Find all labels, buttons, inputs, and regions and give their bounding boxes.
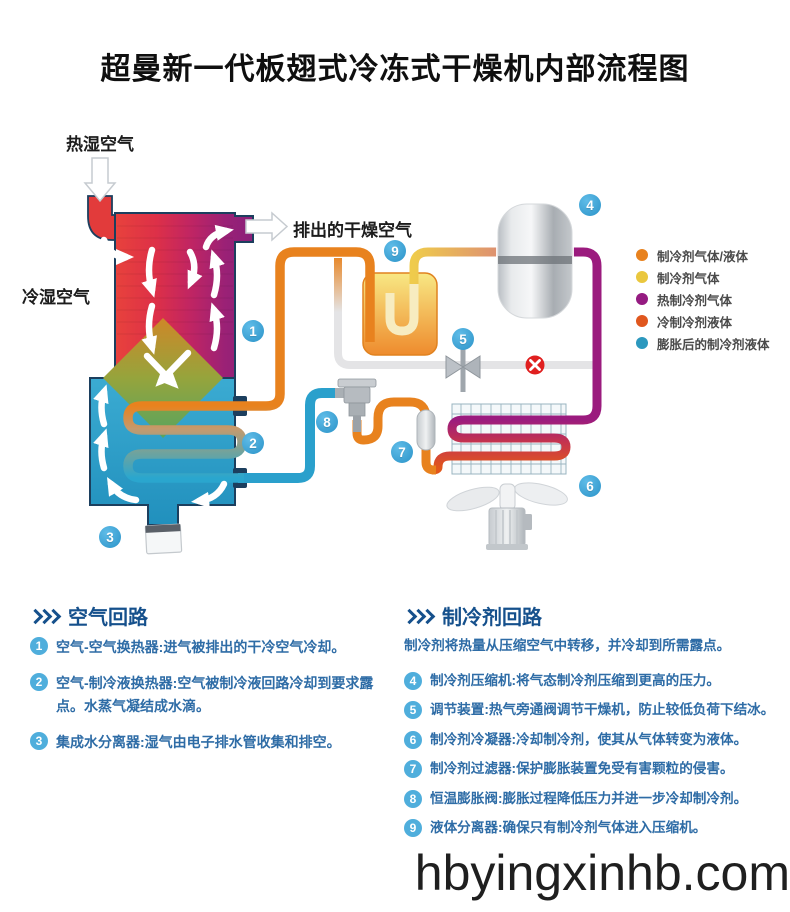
legend-dot-gas xyxy=(636,271,648,283)
list-item-9: 9 液体分离器:确保只有制冷剂气体进入压缩机。 xyxy=(404,818,790,838)
badge-2: 2 xyxy=(242,432,264,454)
list-item-7: 7 制冷剂过滤器:保护膨胀装置免受有害颗粒的侵害。 xyxy=(404,759,790,779)
cold-liquid-pipe xyxy=(352,397,436,475)
label-cold-humid-air: 冷湿空气 xyxy=(22,288,90,307)
item-text: 制冷剂过滤器:保护膨胀装置免受有害颗粒的侵害。 xyxy=(430,761,734,777)
refrigerant-circuit-section: 制冷剂回路 制冷剂将热量从压缩空气中转移，并冷却到所需露点。 4 制冷剂压缩机:… xyxy=(401,601,790,847)
electronic-drain xyxy=(144,523,183,555)
legend-dot-cold-liquid xyxy=(636,315,648,327)
legend-label: 热制冷剂气体 xyxy=(657,293,733,308)
legend-item: 制冷剂气体/液体 xyxy=(636,244,770,266)
badge-8: 8 xyxy=(316,411,338,433)
label-dry-air-out: 排出的干燥空气 xyxy=(293,221,412,240)
badge-5: 5 xyxy=(452,328,474,350)
chevrons-icon xyxy=(401,608,436,625)
label-hot-humid-air: 热湿空气 xyxy=(66,135,134,154)
item-text: 制冷剂冷凝器:冷却制冷剂，使其从气体转变为液体。 xyxy=(430,731,748,747)
legend-dot-gas-liquid xyxy=(636,249,648,261)
legend-label: 膨胀后的制冷剂液体 xyxy=(657,337,770,352)
badge-7: 7 xyxy=(391,441,413,463)
item-number: 2 xyxy=(30,673,48,692)
legend-item: 热制冷剂气体 xyxy=(636,288,770,310)
legend-item: 制冷剂气体 xyxy=(636,266,770,288)
flow-diagram xyxy=(83,157,602,555)
airflow-arrows xyxy=(93,224,234,508)
list-item-1: 1 空气-空气换热器:进气被排出的干冷空气冷却。 xyxy=(30,636,388,658)
hot-gas-discharge-and-condenser-coil xyxy=(431,247,602,475)
hot-air-inlet-arrow-icon xyxy=(83,157,117,203)
item-number: 3 xyxy=(30,732,48,751)
legend-label: 冷制冷剂液体 xyxy=(657,315,733,330)
watermark: hbyingxinhb.com xyxy=(414,845,790,901)
chevrons-icon xyxy=(27,608,62,625)
item-number: 6 xyxy=(404,730,422,749)
evaporator-coil-and-riser xyxy=(123,247,375,483)
legend-item: 膨胀后的制冷剂液体 xyxy=(636,332,770,354)
refrigerant-filter xyxy=(416,409,436,451)
item-text: 恒温膨胀阀:膨胀过程降低压力并进一步冷却制冷剂。 xyxy=(430,790,748,806)
item-number: 5 xyxy=(404,701,422,720)
dry-air-outlet-arrow-icon xyxy=(245,211,289,242)
item-number: 8 xyxy=(404,789,422,808)
list-item-5: 5 调节装置:热气旁通阀调节干燥机，防止较低负荷下结冰。 xyxy=(404,700,790,720)
badge-1: 1 xyxy=(242,320,264,342)
hot-gas-bypass-pipe xyxy=(334,258,597,369)
list-item-4: 4 制冷剂压缩机:将气态制冷剂压缩到更高的压力。 xyxy=(404,671,790,691)
compressor xyxy=(496,202,574,320)
item-number: 4 xyxy=(404,672,422,691)
refrigerant-circuit-subtitle: 制冷剂将热量从压缩空气中转移，并冷却到所需露点。 xyxy=(404,638,731,653)
item-text: 集成水分离器:湿气由电子排水管收集和排空。 xyxy=(56,734,341,751)
hot-air-inlet-elbow xyxy=(87,195,117,241)
legend-item: 冷制冷剂液体 xyxy=(636,310,770,332)
item-text: 调节装置:热气旁通阀调节干燥机，防止较低负荷下结冰。 xyxy=(430,702,775,718)
legend-dot-hot-gas xyxy=(636,293,648,305)
item-text: 空气-制冷液换热器:空气被制冷液回路冷却到要求露点。水蒸气凝结成水滴。 xyxy=(56,675,374,714)
badge-4: 4 xyxy=(579,194,601,216)
refrigerant-circuit-heading: 制冷剂回路 xyxy=(442,607,542,629)
legend-label: 制冷剂气体 xyxy=(657,271,720,286)
legend-dot-expanded-liquid xyxy=(636,337,648,349)
closed-valve-x-icon xyxy=(525,355,545,375)
item-number: 7 xyxy=(404,760,422,779)
air-circuit-section: 空气回路 1 空气-空气换热器:进气被排出的干冷空气冷却。 2 空气-制冷液换热… xyxy=(27,601,388,768)
badge-3: 3 xyxy=(99,526,121,548)
suction-pipe xyxy=(409,247,499,284)
badge-6: 6 xyxy=(579,475,601,497)
air-circuit-heading: 空气回路 xyxy=(68,607,148,629)
list-item-3: 3 集成水分离器:湿气由电子排水管收集和排空。 xyxy=(30,731,388,753)
page-title: 超曼新一代板翅式冷冻式干燥机内部流程图 xyxy=(100,53,690,86)
condenser-fan-icon xyxy=(446,482,568,550)
item-number: 1 xyxy=(30,637,48,655)
list-item-8: 8 恒温膨胀阀:膨胀过程降低压力并进一步冷却制冷剂。 xyxy=(404,789,790,809)
list-item-6: 6 制冷剂冷凝器:冷却制冷剂，使其从气体转变为液体。 xyxy=(404,730,790,750)
badge-9: 9 xyxy=(384,240,406,262)
item-number: 9 xyxy=(404,818,422,837)
legend-label: 制冷剂气体/液体 xyxy=(657,249,748,264)
separator-u-tube xyxy=(385,280,419,336)
item-text: 制冷剂压缩机:将气态制冷剂压缩到更高的压力。 xyxy=(430,673,720,689)
expansion-valve xyxy=(335,378,377,432)
expanded-liquid-pipe xyxy=(238,388,344,483)
legend: 制冷剂气体/液体 制冷剂气体 热制冷剂气体 冷制冷剂液体 膨胀后的制冷剂液体 xyxy=(636,244,770,354)
item-text: 液体分离器:确保只有制冷剂气体进入压缩机。 xyxy=(430,819,707,835)
list-item-2: 2 空气-制冷液换热器:空气被制冷液回路冷却到要求露点。水蒸气凝结成水滴。 xyxy=(30,672,388,717)
item-text: 空气-空气换热器:进气被排出的干冷空气冷却。 xyxy=(56,639,346,655)
